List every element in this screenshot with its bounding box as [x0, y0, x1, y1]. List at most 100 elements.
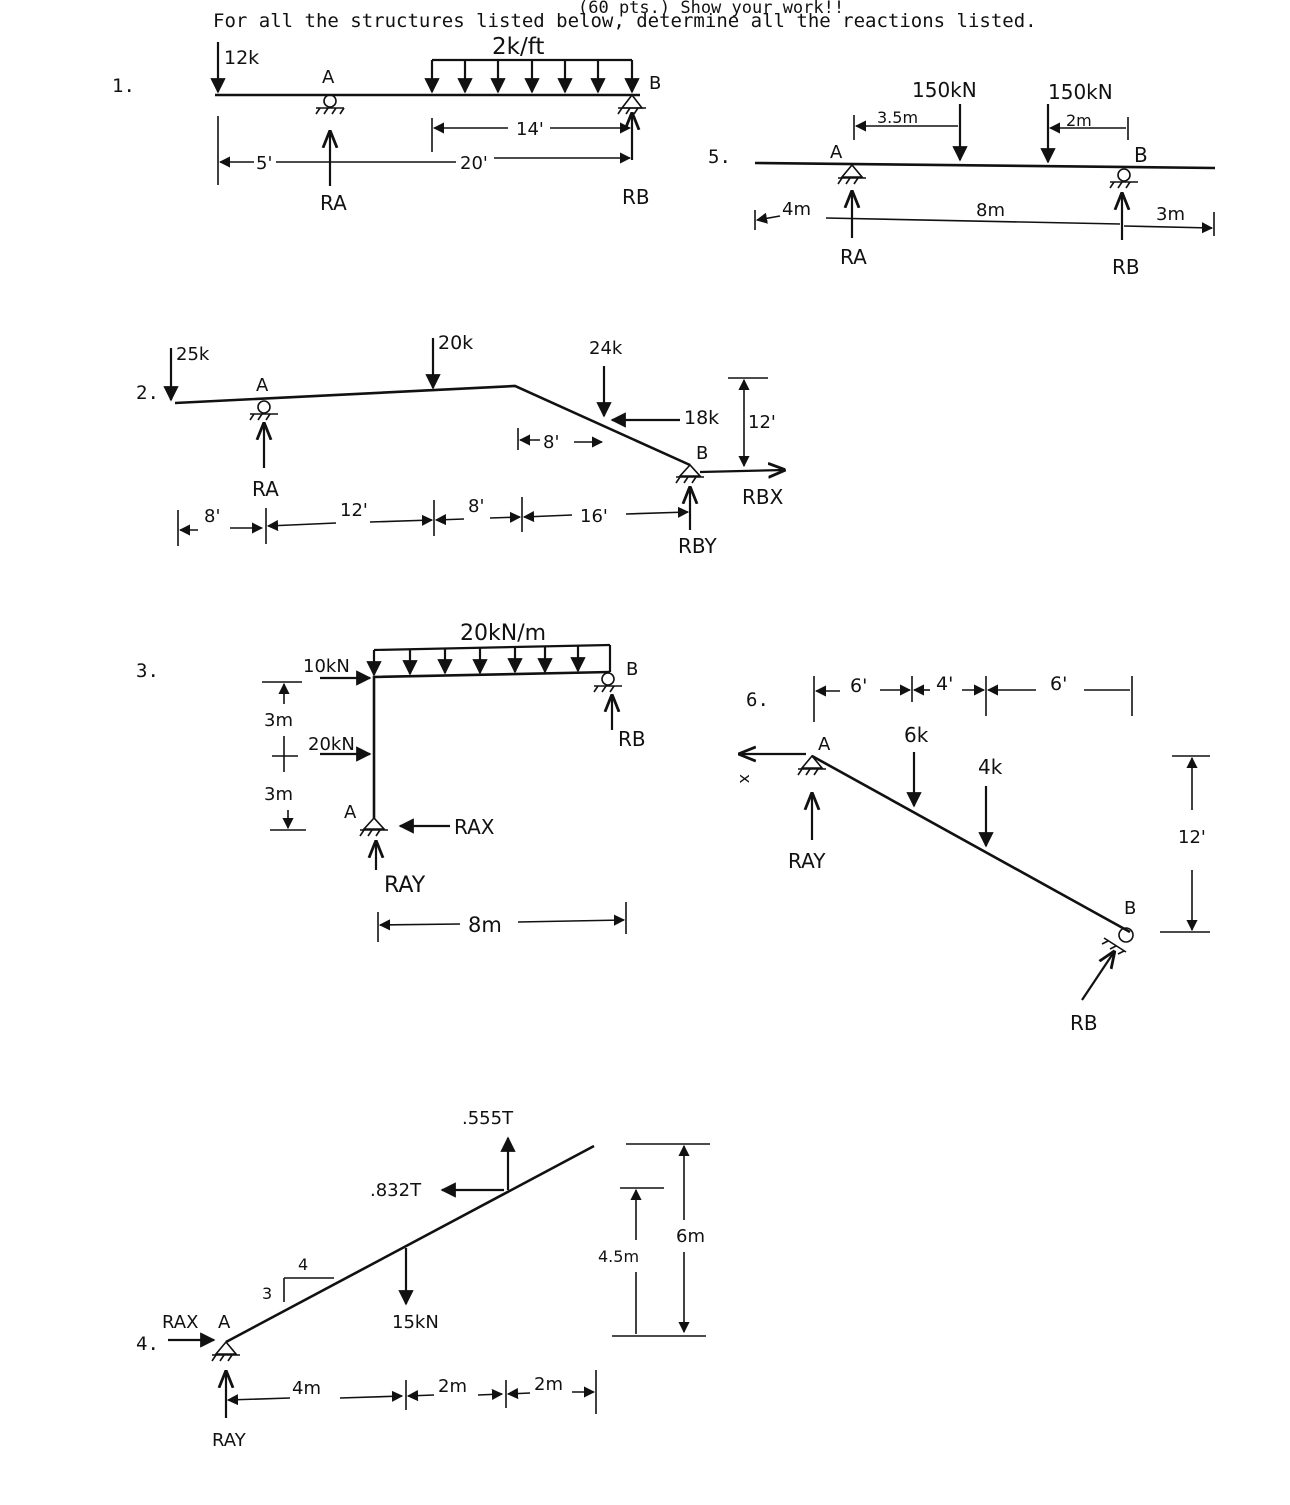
problem-2-dim-height: 12' [748, 412, 776, 433]
problem-5-point-a: A [830, 142, 843, 163]
problem-4-slope-run: 4 [298, 1255, 308, 1274]
problem-4-dim-6m: 6m [676, 1226, 705, 1247]
problem-3-dim-3m-b: 3m [264, 784, 293, 805]
problem-6-dim-6b: 6' [1050, 673, 1067, 695]
problem-1-reaction-b: RB [622, 185, 650, 209]
problem-5-reaction-b: RB [1112, 255, 1140, 279]
problem-6-inclined-beam [811, 754, 1131, 934]
problem-2: 2. 25k 20k 24k 18k 8' A RA B [136, 332, 784, 558]
problem-3-reaction-ax: RAX [454, 815, 495, 839]
problem-6-number: 6. [746, 689, 769, 711]
problem-4-reaction-ax: RAX [162, 1312, 198, 1333]
problem-6-dim-height: 12' [1178, 827, 1206, 848]
problem-2-bent-beam [174, 384, 691, 467]
problem-2-point-a: A [256, 375, 269, 396]
problem-4-load-15kn: 15kN [392, 1312, 439, 1333]
problem-2-pin-support-b [675, 463, 704, 484]
problem-6-reaction-b-arrow [1081, 952, 1114, 1001]
problem-4-point-a: A [218, 1312, 231, 1333]
problem-5-roller-support-b [1109, 168, 1138, 189]
problem-4-pin-support-a [211, 1340, 240, 1362]
problem-6: 6. 6' 4' 6' 6k 4k A x RAY [736, 673, 1210, 1035]
problem-2-load-20k: 20k [438, 332, 473, 354]
problem-6-load-4k: 4k [978, 755, 1003, 779]
problem-3-reaction-b: RB [618, 727, 646, 751]
problem-1: 1. 12k 2k/ft A [112, 34, 661, 215]
problem-6-point-b: B [1124, 898, 1136, 919]
problem-4-number: 4. [136, 1333, 159, 1355]
problem-5-dim-3: 3m [1156, 204, 1185, 225]
problem-1-distributed-label: 2k/ft [492, 34, 544, 60]
problem-6-reaction-ay: RAY [788, 849, 826, 873]
problem-3-dim-3m-a: 3m [264, 710, 293, 731]
problem-5-reaction-a: RA [840, 245, 867, 269]
problem-6-load-6k: 6k [904, 723, 929, 747]
problem-4-slope-rise: 3 [262, 1284, 272, 1303]
problem-3-load-10kn: 10kN [303, 656, 350, 677]
problem-2-dim-16: 16' [580, 506, 608, 527]
problem-4-dim-2m-b: 2m [534, 1374, 563, 1395]
problem-6-point-a: A [818, 734, 831, 755]
problem-3-distributed-load [366, 643, 612, 677]
problem-3-roller-support-b [593, 672, 622, 693]
problem-1-distributed-load [424, 58, 640, 94]
problem-1-point-load-label: 12k [224, 47, 259, 69]
problem-1-reaction-a: RA [320, 191, 347, 215]
problem-6-reaction-b: RB [1070, 1011, 1098, 1035]
problem-6-reaction-ax-partial: x [736, 774, 755, 783]
problem-3-point-b: B [626, 659, 638, 680]
problem-2-load-24k: 24k [589, 338, 623, 359]
problem-3-reaction-ay: RAY [384, 873, 426, 898]
problem-5-dim-3-5: 3.5m [877, 108, 918, 127]
problem-5-number: 5. [708, 146, 731, 168]
problem-5-beam [754, 161, 1216, 170]
problem-3-dim-span: 8m [468, 913, 502, 937]
problem-2-roller-support-a [249, 400, 278, 421]
problem-1-dim-20: 20' [460, 153, 488, 174]
problem-4-dim-4-5m: 4.5m [598, 1247, 639, 1266]
instruction-text: For all the structures listed below, det… [213, 10, 1037, 32]
problem-3-load-20kn: 20kN [308, 734, 355, 755]
problem-2-reaction-bx-arrow [699, 470, 784, 472]
problem-2-dim-8a: 8' [204, 506, 220, 527]
problem-5-load-2-label: 150kN [1048, 80, 1113, 104]
problem-6-pin-support-a [797, 754, 826, 776]
problem-3: 3. 20kN/m 10kN 20kN 3m 3m [136, 621, 646, 942]
problem-5-dim-4: 4m [782, 199, 811, 220]
problem-4-inclined-member [225, 1144, 595, 1344]
problem-2-reaction-bx: RBX [742, 485, 784, 509]
problem-3-frame [372, 670, 611, 818]
problem-4-slope-indicator [283, 1277, 334, 1302]
problem-2-dim-8b: 8' [468, 496, 484, 517]
points-note: (60 pts.) Show your work!! [578, 0, 844, 18]
problem-5-dim-2: 2m [1066, 111, 1092, 130]
problem-5-dim-8: 8m [976, 200, 1005, 221]
problem-4-load-555t: .555T [462, 1108, 514, 1129]
problem-4-reaction-ay: RAY [212, 1430, 247, 1451]
problem-1-dim-5: 5' [256, 153, 272, 174]
problem-1-point-b: B [649, 73, 661, 94]
problem-1-dim-14: 14' [516, 119, 544, 140]
problem-1-point-a: A [322, 67, 335, 88]
problem-2-reaction-by: RBY [678, 534, 718, 558]
problem-2-reaction-a: RA [252, 477, 279, 501]
problem-1-roller-support-a [315, 94, 345, 115]
problem-6-dim-4: 4' [936, 673, 953, 695]
problem-3-pin-support-a [359, 816, 388, 837]
problem-2-point-b: B [696, 443, 708, 464]
problem-4-dim-4m: 4m [292, 1378, 321, 1399]
problem-2-number: 2. [136, 382, 159, 404]
problem-3-number: 3. [136, 660, 159, 682]
problem-2-load-25k: 25k [176, 344, 210, 365]
problem-4-dim-2m-a: 2m [438, 1376, 467, 1397]
problem-4-load-832t: .832T [370, 1180, 422, 1201]
problem-5: 5. 150kN 150kN 3.5m 2m A B [708, 78, 1216, 279]
problem-6-dim-6a: 6' [850, 675, 867, 697]
problem-4: 4. 3 4 .555T .832T 15kN A RAX RAY 4m [136, 1108, 710, 1451]
problem-1-number: 1. [112, 75, 135, 97]
problem-5-load-1-label: 150kN [912, 78, 977, 102]
problem-5-point-b: B [1134, 143, 1148, 167]
problem-5-pin-support-a [837, 163, 866, 185]
problem-1-pin-support-b [617, 93, 646, 115]
